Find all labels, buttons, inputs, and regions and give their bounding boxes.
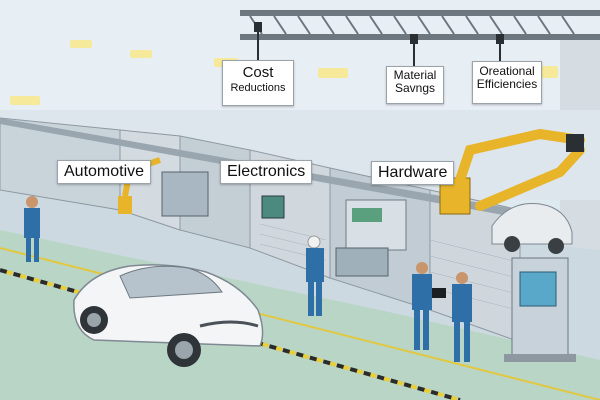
worker-tablet bbox=[412, 262, 446, 350]
sign-material-line1: Material bbox=[393, 68, 437, 82]
section-automotive: Automotive bbox=[57, 160, 152, 184]
sign-operational-efficiencies: Oreational Efficiencies bbox=[472, 61, 542, 104]
worker-right bbox=[452, 272, 472, 362]
control-cabinet bbox=[504, 257, 576, 362]
robot-arm-right bbox=[439, 128, 585, 215]
sign-operational-line1: Oreational bbox=[479, 64, 535, 78]
sign-material-line2: Savngs bbox=[394, 81, 436, 96]
sign-cost-line1: Cost bbox=[242, 64, 274, 81]
sign-material-savings: Material Savngs bbox=[386, 66, 444, 104]
car-on-line bbox=[491, 202, 573, 254]
sign-cost-reductions: Cost Reductions bbox=[222, 60, 294, 106]
sign-cost-line2: Reductions bbox=[230, 81, 286, 94]
worker-left bbox=[24, 196, 40, 262]
sedan-car bbox=[73, 264, 264, 367]
section-hardware: Hardware bbox=[371, 161, 455, 185]
worker-middle bbox=[306, 235, 324, 316]
section-electronics: Electronics bbox=[220, 160, 313, 184]
sign-operational-line2: Efficiencies bbox=[476, 77, 538, 92]
